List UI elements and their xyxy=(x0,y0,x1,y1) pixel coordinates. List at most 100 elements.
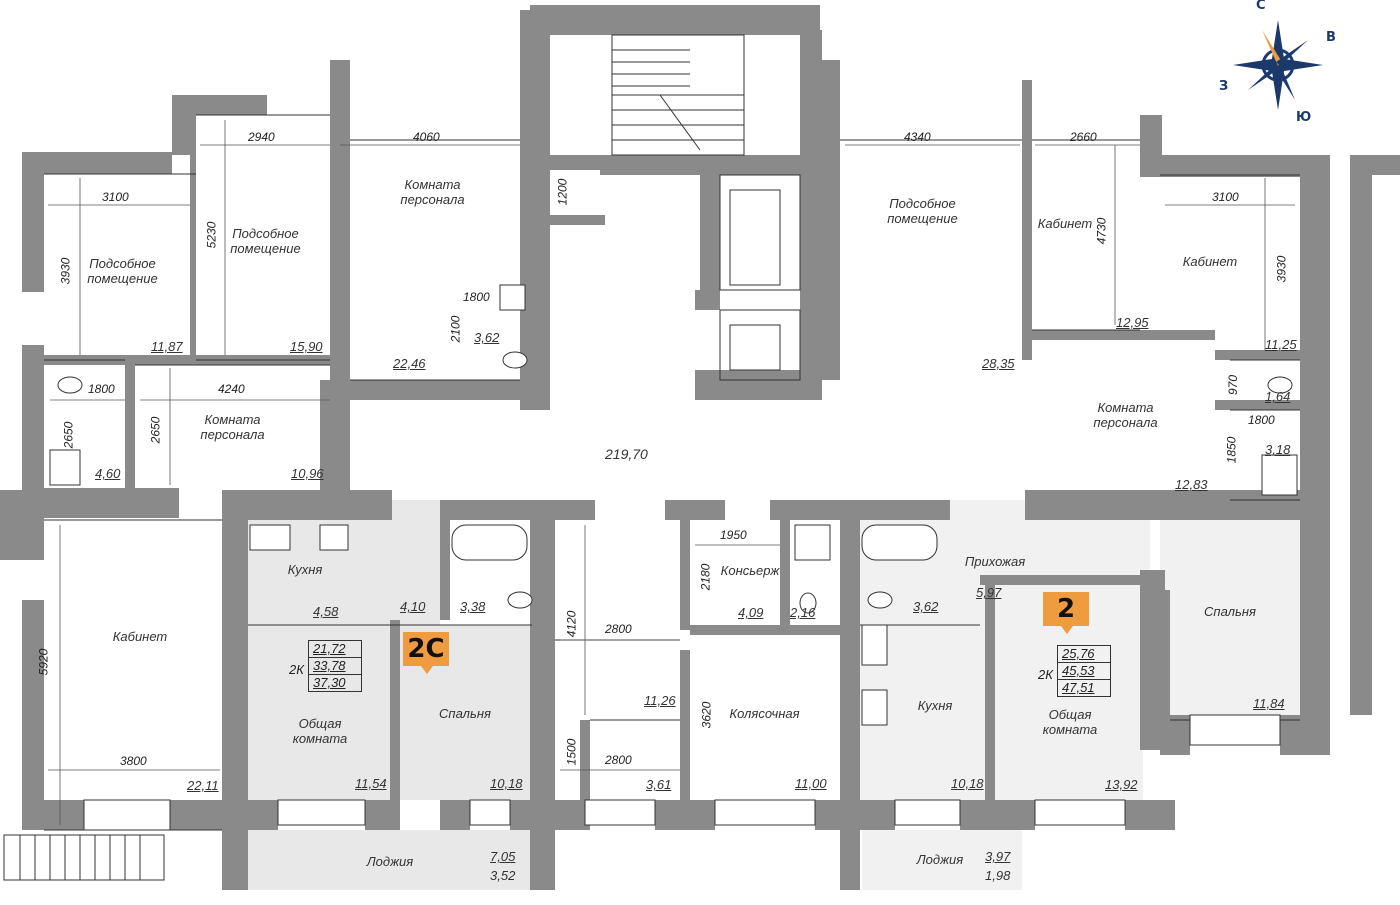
loggia-area: 7,05 xyxy=(490,849,516,864)
room-area: 22,46 xyxy=(393,356,426,371)
room-name: Кабинет xyxy=(1037,216,1093,231)
apartment-badge: 2 xyxy=(1043,592,1089,634)
compass-north-label: С xyxy=(1256,0,1266,13)
room-name: Подсобное помещение xyxy=(87,256,158,286)
apartment-area-total: 45,53 xyxy=(1058,663,1111,680)
room-area: 10,18 xyxy=(951,776,984,791)
room-name: Спальня xyxy=(439,706,491,721)
dimension-label: 4340 xyxy=(904,130,931,144)
dimension-label: 4730 xyxy=(1094,217,1109,245)
room-name: Консьерж xyxy=(720,563,780,578)
elevators xyxy=(719,174,801,381)
room-area: 15,90 xyxy=(290,339,323,354)
dimension-label: 3930 xyxy=(58,257,73,285)
apartment-badge: 2C xyxy=(403,632,449,674)
room-area: 3,62 xyxy=(474,330,500,345)
dimension-label: 2180 xyxy=(698,563,713,591)
room-area: 11,87 xyxy=(151,339,183,354)
room-name: Комната персонала xyxy=(1093,400,1158,430)
fixtures xyxy=(49,284,1298,726)
room-area: 13,92 xyxy=(1105,777,1138,792)
dimension-label: 1850 xyxy=(1224,436,1239,464)
room-name: Прихожая xyxy=(964,554,1026,569)
dimension-label: 5230 xyxy=(204,221,219,249)
dimension-label: 4060 xyxy=(413,130,440,144)
room-name: Комната персонала xyxy=(200,412,265,442)
windows xyxy=(83,714,1281,831)
compass-south-label: Ю xyxy=(1296,110,1312,125)
room-area: 22,11 xyxy=(187,778,219,793)
room-name: Лоджия xyxy=(366,854,414,869)
room-name: Общая комната xyxy=(292,716,348,746)
dimension-label: 3930 xyxy=(1274,255,1289,283)
compass-east-label: В xyxy=(1326,30,1336,45)
room-name: Подсобное помещение xyxy=(230,226,301,256)
apartment-area-full: 47,51 xyxy=(1058,680,1111,697)
room-area: 4,58 xyxy=(313,604,339,619)
room-area: 5,97 xyxy=(976,585,1002,600)
apartment-type: 2К xyxy=(1038,667,1053,682)
room-area: 3,61 xyxy=(646,777,672,792)
stairs xyxy=(3,34,745,881)
apartment-type: 2К xyxy=(289,662,304,677)
dimension-label: 2800 xyxy=(605,622,632,636)
room-area: 11,00 xyxy=(795,776,827,791)
dimension-label: 2940 xyxy=(248,130,275,144)
dimension-label: 3620 xyxy=(699,701,714,729)
loggia-area: 3,97 xyxy=(985,849,1011,864)
dimension-label: 4240 xyxy=(218,382,245,396)
room-area: 1,64 xyxy=(1265,389,1291,404)
dimension-label: 1200 xyxy=(555,178,570,206)
room-area: 28,35 xyxy=(982,356,1015,371)
room-name: Кухня xyxy=(287,562,323,577)
dimension-label: 5920 xyxy=(36,648,51,676)
room-name: Общая комната xyxy=(1042,707,1098,737)
room-area: 11,26 xyxy=(644,693,676,708)
room-area: 10,18 xyxy=(490,776,523,791)
dimension-label: 2650 xyxy=(61,421,76,449)
room-name: Кабинет xyxy=(112,629,168,644)
room-area: 4,09 xyxy=(738,605,764,620)
room-area: 10,96 xyxy=(291,466,324,481)
room-area: 12,83 xyxy=(1175,477,1208,492)
dimension-label: 2800 xyxy=(605,753,632,767)
room-name: Подсобное помещение xyxy=(887,196,958,226)
dimension-label: 1950 xyxy=(720,528,747,542)
dimension-label: 3800 xyxy=(120,754,147,768)
dimension-label: 1800 xyxy=(88,382,115,396)
compass-west-label: З xyxy=(1219,79,1229,94)
dimension-label: 1800 xyxy=(1248,413,1275,427)
apartment-2c-floor xyxy=(248,500,533,890)
dimension-label: 4120 xyxy=(564,610,579,638)
dimension-label: 1500 xyxy=(564,738,579,766)
loggia-area: 1,98 xyxy=(985,868,1011,883)
dimension-lines xyxy=(48,120,1295,825)
apartment-area-total: 33,78 xyxy=(309,658,362,675)
room-name: Спальня xyxy=(1204,604,1256,619)
apartment-area-table: 21,72 33,78 37,30 xyxy=(308,640,362,692)
room-name: Комната персонала xyxy=(400,177,465,207)
room-area: 3,18 xyxy=(1265,442,1291,457)
apartment-area-full: 37,30 xyxy=(309,675,362,692)
dimension-label: 2100 xyxy=(448,315,463,343)
dimension-label: 3100 xyxy=(102,190,129,204)
room-area: 11,25 xyxy=(1265,337,1297,352)
room-area: 219,70 xyxy=(605,446,648,462)
room-area: 3,62 xyxy=(913,599,939,614)
dimension-label: 3100 xyxy=(1212,190,1239,204)
compass-rose xyxy=(1233,20,1323,110)
room-area: 3,38 xyxy=(460,599,486,614)
dimension-label: 2660 xyxy=(1070,130,1097,144)
walls xyxy=(0,5,1400,890)
dimension-label: 970 xyxy=(1226,374,1241,396)
loggia-area: 3,52 xyxy=(490,868,516,883)
room-area: 4,10 xyxy=(400,599,426,614)
room-name: Лоджия xyxy=(916,852,964,867)
room-area: 11,84 xyxy=(1253,696,1285,711)
room-area: 2,16 xyxy=(790,605,816,620)
apartment-area-table: 25,76 45,53 47,51 xyxy=(1057,645,1111,697)
apartment-area-living: 21,72 xyxy=(309,641,362,658)
room-name: Кабинет xyxy=(1182,254,1238,269)
dimension-label: 2650 xyxy=(148,416,163,444)
